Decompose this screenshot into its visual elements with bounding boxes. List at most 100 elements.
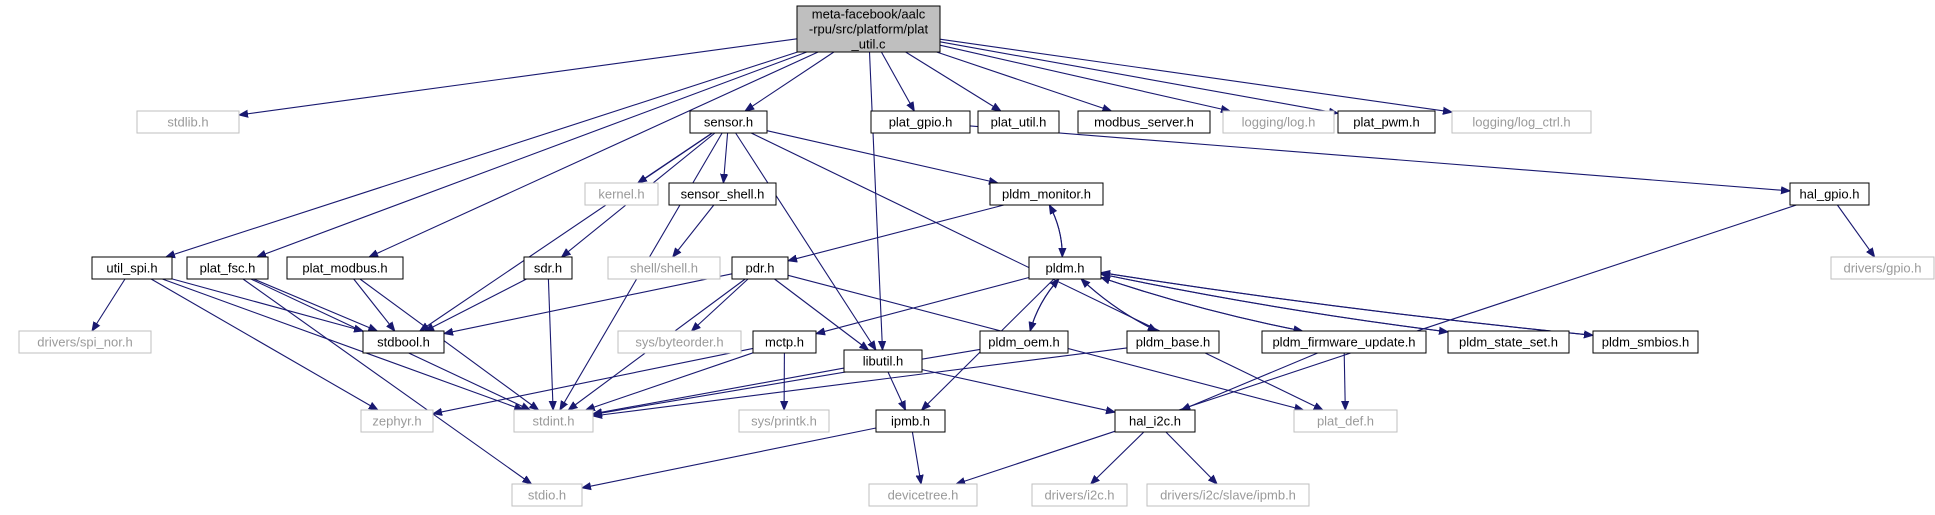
node-hal-gpio[interactable]: hal_gpio.h <box>1789 182 1870 206</box>
node-label: modbus_server.h <box>1094 115 1194 130</box>
node-label: hal_gpio.h <box>1800 187 1860 202</box>
node-plat-gpio[interactable]: plat_gpio.h <box>870 110 971 134</box>
node-drivers-i2c: drivers/i2c.h <box>1031 483 1128 507</box>
edge-sdr-to-stdint <box>547 278 553 410</box>
node-label: stdio.h <box>528 488 566 503</box>
node-box <box>989 182 1104 206</box>
node-label: pldm_firmware_update.h <box>1272 335 1415 350</box>
edge-pldm-to-mctp <box>816 276 1030 334</box>
node-box <box>1337 110 1436 134</box>
node-root[interactable]: meta-facebook/aalc-rpu/src/platform/plat… <box>796 5 941 53</box>
node-label: logging/log.h <box>1242 115 1316 130</box>
node-label: meta-facebook/aalc <box>812 7 926 22</box>
node-box <box>689 110 768 134</box>
edge-libutil-to-hal_i2c <box>921 369 1115 413</box>
node-box <box>523 256 573 280</box>
node-label: sys/byteorder.h <box>635 335 723 350</box>
node-pldm-monitor[interactable]: pldm_monitor.h <box>989 182 1104 206</box>
node-box <box>1077 110 1211 134</box>
node-util-spi[interactable]: util_spi.h <box>91 256 173 280</box>
node-box <box>607 256 721 280</box>
edge-plat_modbus-to-stdint <box>359 278 539 410</box>
edge-sensor-to-libutil <box>735 132 876 350</box>
node-label: libutil.h <box>863 354 903 369</box>
edge-hal_i2c-to-drivers_i2c <box>1091 431 1145 484</box>
node-label: plat_gpio.h <box>889 115 953 130</box>
node-plat-util[interactable]: plat_util.h <box>977 110 1060 134</box>
node-box <box>1447 330 1570 354</box>
node-printk: sys/printk.h <box>738 409 830 433</box>
edge-root-to-plat_modbus <box>369 51 819 257</box>
node-pldm-fw[interactable]: pldm_firmware_update.h <box>1261 330 1427 354</box>
node-label: sdr.h <box>534 261 562 276</box>
node-box <box>584 182 659 206</box>
node-sensor-shell[interactable]: sensor_shell.h <box>668 182 777 206</box>
node-pldm-state[interactable]: pldm_state_set.h <box>1447 330 1570 354</box>
edge-root-to-libutil <box>868 51 883 350</box>
node-mctp[interactable]: mctp.h <box>752 330 817 354</box>
node-box <box>668 182 777 206</box>
node-label: stdbool.h <box>377 335 430 350</box>
node-label: util_spi.h <box>106 261 157 276</box>
node-zephyr: zephyr.h <box>360 409 434 433</box>
node-label: sensor.h <box>704 115 753 130</box>
node-plat-modbus[interactable]: plat_modbus.h <box>286 256 404 280</box>
node-slave-ipmb: drivers/i2c/slave/ipmb.h <box>1146 483 1310 507</box>
node-stdint: stdint.h <box>513 409 594 433</box>
edge-pldm-to-pldm_fw <box>1100 276 1303 332</box>
node-log-ctrl: logging/log_ctrl.h <box>1451 110 1592 134</box>
node-label: devicetree.h <box>888 488 959 503</box>
edge-root-to-log <box>939 44 1230 111</box>
edge-util_spi-to-stdbool <box>171 278 363 331</box>
edge-root-to-stdlib <box>239 38 798 115</box>
node-modbus-server[interactable]: modbus_server.h <box>1077 110 1211 134</box>
edge-plat_fsc-to-stdbool <box>253 278 378 332</box>
edge-util_spi-to-stdint <box>162 278 523 410</box>
node-label: plat_modbus.h <box>302 261 387 276</box>
edge-root-to-plat_pwm <box>939 41 1338 114</box>
edge-util_spi-to-spi_nor <box>92 278 126 331</box>
edge-pdr-to-byteorder <box>692 278 749 331</box>
node-kernel: kernel.h <box>584 182 659 206</box>
node-box <box>1222 110 1335 134</box>
node-box <box>979 330 1069 354</box>
edge-root-to-log_ctrl <box>939 38 1452 112</box>
node-libutil[interactable]: libutil.h <box>843 349 923 373</box>
node-label: pldm_smbios.h <box>1602 335 1689 350</box>
node-box <box>91 256 173 280</box>
node-pldm-base[interactable]: pldm_base.h <box>1126 330 1220 354</box>
node-label: hal_i2c.h <box>1129 414 1181 429</box>
edge-util_spi-to-zephyr <box>150 278 378 410</box>
edge-pldm_monitor-to-pdr <box>788 204 1005 261</box>
node-sensor[interactable]: sensor.h <box>689 110 768 134</box>
node-label: pldm_monitor.h <box>1002 187 1091 202</box>
node-pdr[interactable]: pdr.h <box>731 256 789 280</box>
node-label: drivers/spi_nor.h <box>37 335 132 350</box>
node-box <box>1592 330 1699 354</box>
node-pldm[interactable]: pldm.h <box>1028 256 1102 280</box>
node-box <box>977 110 1060 134</box>
node-label: pldm_state_set.h <box>1459 335 1558 350</box>
node-stdbool[interactable]: stdbool.h <box>362 330 445 354</box>
node-shell: shell/shell.h <box>607 256 721 280</box>
node-label: pldm_base.h <box>1136 335 1210 350</box>
edge-root-to-util_spi <box>166 51 798 257</box>
edge-plat_fsc-to-stdio <box>242 278 532 484</box>
node-box <box>1789 182 1870 206</box>
node-label: zephyr.h <box>372 414 421 429</box>
node-label: sys/printk.h <box>751 414 817 429</box>
node-ipmb[interactable]: ipmb.h <box>875 409 946 433</box>
node-plat-pwm[interactable]: plat_pwm.h <box>1337 110 1436 134</box>
node-spi-nor: drivers/spi_nor.h <box>18 330 152 354</box>
node-pldm-smbios[interactable]: pldm_smbios.h <box>1592 330 1699 354</box>
node-hal-i2c[interactable]: hal_i2c.h <box>1114 409 1196 433</box>
node-box <box>18 330 152 354</box>
node-label: plat_pwm.h <box>1353 115 1419 130</box>
edge-ipmb-to-stdio <box>582 427 877 488</box>
node-label: pdr.h <box>746 261 775 276</box>
node-sdr[interactable]: sdr.h <box>523 256 573 280</box>
edge-root-to-plat_fsc <box>257 51 807 257</box>
node-plat-fsc[interactable]: plat_fsc.h <box>186 256 269 280</box>
node-pldm-oem[interactable]: pldm_oem.h <box>979 330 1069 354</box>
edge-pldm_smbios-to-pldm <box>1101 273 1594 336</box>
